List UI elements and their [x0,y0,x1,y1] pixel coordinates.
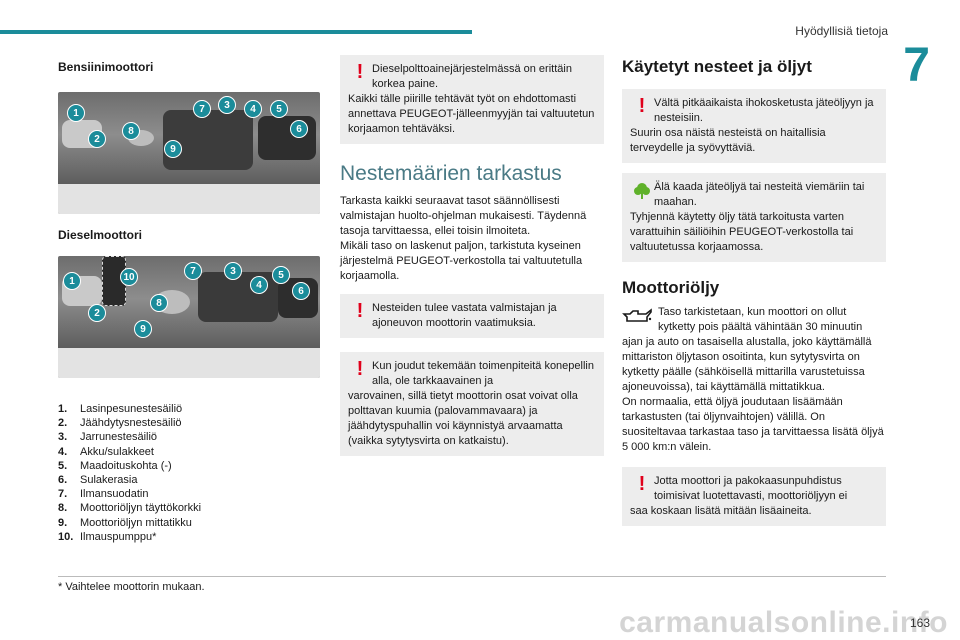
component-legend: 1.Lasinpesunestesäiliö 2.Jäähdytysnestes… [58,402,320,544]
legend-item: 9.Moottoriöljyn mittatikku [58,516,192,529]
callout-badge: 7 [193,100,211,118]
legend-item: 5.Maadoituskohta (-) [58,459,172,472]
warning-exclamation-icon: ! [356,300,364,322]
used-fluids-heading: Käytetyt nesteet ja öljyt [622,57,812,76]
legend-item: 6.Sulakerasia [58,474,138,487]
warning-exclamation-icon: ! [356,61,364,83]
fluid-levels-heading: Nestemäärien tarkastus [340,162,562,185]
engine-oil-text: ajan ja auto on tasaisella alustalla, jo… [622,335,884,453]
page-number: 163 [909,616,930,630]
warning-box-diesel-pressure: ! Dieselpolttoainejärjestelmässä on erit… [340,55,604,144]
diesel-engine-heading: Dieselmoottori [58,228,143,242]
section-title: Hyödyllisiä tietoja [795,24,888,38]
legend-item: 3.Jarrunestesäiliö [58,431,158,444]
callout-badge: 5 [272,266,290,284]
column-used-fluids: Käytetyt nesteet ja öljyt ! Vältä pitkäa… [622,55,886,526]
footnote-divider [58,576,886,577]
warning-box-skin-contact: ! Vältä pitkäaikaista ihokosketusta jäte… [622,89,886,163]
callout-badge: 4 [244,100,262,118]
petrol-engine-photo: 1 2 7 3 4 5 6 8 9 [58,92,320,214]
callout-badge: 6 [290,120,308,138]
callout-badge: 4 [250,276,268,294]
callout-badge: 9 [134,320,152,338]
watermark: carmanualsonline.info [619,606,948,639]
legend-item: 10.Ilmauspumppu* [58,530,157,543]
callout-badge: 1 [63,272,81,290]
legend-item: 4.Akku/sulakkeet [58,445,154,458]
warning-box-additives: ! Jotta moottori ja pakokaasunpuhdistus … [622,466,886,526]
callout-badge: 6 [292,282,310,300]
callout-badge: 7 [184,262,202,280]
callout-badge: 2 [88,130,106,148]
footnote: * Vaihtelee moottorin mukaan. [58,581,205,593]
chapter-number: 7 [903,39,930,92]
fluid-levels-text: Tarkasta kaikki seuraavat tasot säännöll… [340,195,587,282]
callout-badge: 9 [164,140,182,158]
tree-icon [630,180,654,210]
callout-badge: 5 [270,100,288,118]
engine-oil-intro: Taso tarkistetaan, kun moottori on ollut… [622,305,886,335]
column-fluid-levels: ! Dieselpolttoainejärjestelmässä on erit… [340,55,604,456]
header-accent-bar [0,30,472,34]
petrol-engine-heading: Bensiinimoottori [58,60,154,74]
warning-exclamation-icon: ! [356,358,364,380]
legend-item: 7.Ilmansuodatin [58,488,149,501]
environment-note-box: Älä kaada jäteöljyä tai nesteitä viemäri… [622,173,886,262]
callout-badge: 3 [218,96,236,114]
legend-item: 1.Lasinpesunestesäiliö [58,403,183,415]
engine-oil-heading: Moottoriöljy [622,278,720,297]
legend-item: 2.Jäähdytysnestesäiliö [58,417,182,430]
callout-badge: 1 [67,104,85,122]
callout-badge: 2 [88,304,106,322]
callout-badge: 8 [150,294,168,312]
oil-can-icon [622,305,658,335]
warning-box-fluid-spec: ! Nesteiden tulee vastata valmistajan ja… [340,294,604,338]
diesel-engine-photo: 1 10 7 3 4 5 6 2 8 9 [58,256,320,378]
legend-item: 8.Moottoriöljyn täyttökorkki [58,502,202,515]
warning-exclamation-icon: ! [638,472,646,495]
column-engine-compartments: Bensiinimoottori 1 2 7 3 4 5 6 8 9 Diese… [58,55,320,544]
warning-exclamation-icon: ! [638,95,646,117]
warning-box-hot-engine: ! Kun joudut tekemään toimenpiteitä kone… [340,352,604,456]
callout-badge: 3 [224,262,242,280]
callout-badge: 8 [122,122,140,140]
callout-badge: 10 [120,268,138,286]
